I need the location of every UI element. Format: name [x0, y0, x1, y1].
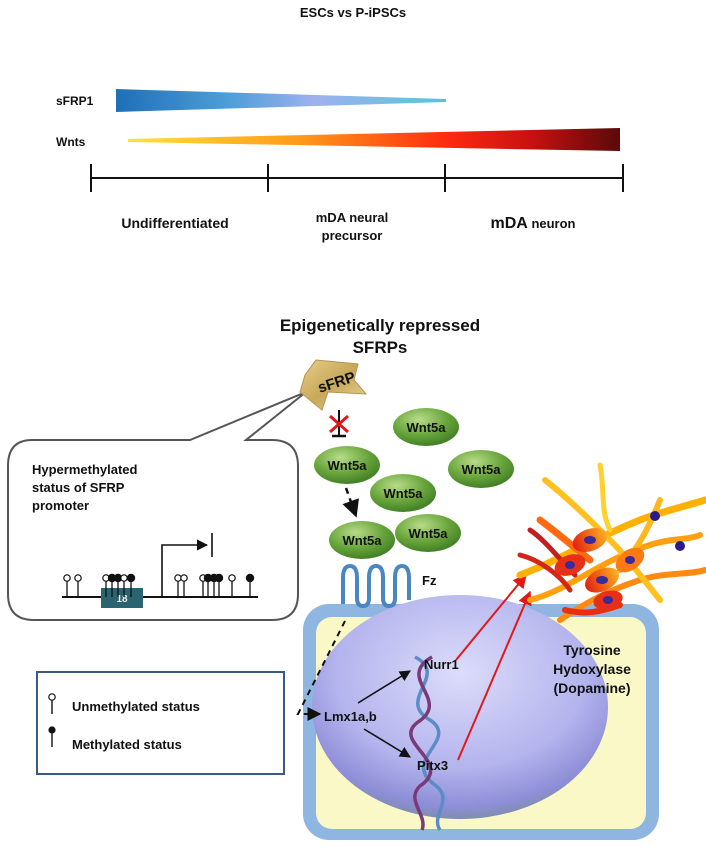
stage-mda-neuron: mDA neuron — [490, 215, 575, 232]
inhibition-blocked — [329, 410, 349, 438]
methylated-cpg-site — [245, 573, 255, 597]
legend-unmethylated-icon — [48, 693, 56, 714]
legend-methylated-label: Methylated status — [72, 737, 182, 752]
wnts-gradient: Wnts — [56, 128, 620, 151]
block-x-icon — [329, 414, 349, 434]
wnt5a-ellipse: Wnt5a — [314, 446, 380, 484]
stage-mda-rest: neuron — [528, 216, 576, 231]
wnt5a-molecules: Wnt5a Wnt5a Wnt5a Wnt5a Wnt5a Wnt5a — [314, 408, 514, 559]
unmethylated-cpg-site — [63, 574, 71, 597]
unmethylated-cpg-site — [180, 574, 188, 597]
wnt5a-ellipse: Wnt5a — [393, 408, 459, 446]
output-line1: Tyrosine — [563, 642, 621, 658]
cell — [303, 595, 659, 840]
wnt5a-label: Wnt5a — [409, 526, 449, 541]
callout-bubble — [7, 391, 307, 621]
bottom-title-line2: SFRPs — [353, 338, 408, 357]
wnt5a-ellipse: Wnt5a — [329, 521, 395, 559]
wnt-dashed-arrow — [342, 487, 359, 518]
stage-precursor-line1: mDA neural — [316, 210, 388, 225]
sfrp-shape — [299, 359, 368, 411]
pitx3-label: Pitx3 — [417, 758, 448, 773]
callout-line1: Hypermethylated — [32, 462, 138, 477]
receptor-coil — [341, 563, 411, 609]
callout-line2: status of SFRP — [32, 480, 125, 495]
stage-precursor-line2: precursor — [322, 228, 383, 243]
tss-arrow — [161, 539, 209, 597]
cpg-sites — [63, 573, 255, 597]
dna-strand-2 — [409, 655, 433, 831]
differentiation-timeline — [90, 164, 624, 192]
frizzled-receptor: Fz — [341, 563, 437, 609]
dopamine-neuron-icon — [516, 462, 706, 623]
lmx-to-pitx3-arrow — [363, 728, 411, 758]
wnt5a-ellipse: Wnt5a — [448, 450, 514, 488]
callout-line3: promoter — [32, 498, 89, 513]
nurr1-label: Nurr1 — [424, 657, 459, 672]
unmethylated-cpg-site — [120, 574, 128, 597]
top-title: ESCs vs P-iPSCs — [300, 5, 406, 20]
bottom-title-line1: Epigenetically repressed — [280, 316, 480, 335]
unmethylated-cpg-site — [228, 574, 236, 597]
sfrp-protein: sFRP — [299, 359, 368, 411]
wnt5a-ellipse: Wnt5a — [395, 514, 461, 552]
fz-label: Fz — [422, 573, 437, 588]
output-line3: (Dopamine) — [554, 680, 631, 696]
nurr1-red-arrow — [455, 573, 527, 661]
methylated-cpg-site — [113, 573, 123, 597]
dna-helix — [409, 655, 445, 831]
sfrp1-gradient-wedge — [116, 89, 446, 112]
legend-box — [36, 671, 285, 775]
legend: Unmethylated status Methylated status — [36, 671, 285, 775]
wnt5a-label: Wnt5a — [343, 533, 383, 548]
wnt5a-label: Wnt5a — [384, 486, 424, 501]
unmethylated-cpg-site — [74, 574, 82, 597]
lmx-to-nurr1-arrow — [357, 670, 411, 704]
wnt5a-label: Wnt5a — [328, 458, 368, 473]
nucleus — [312, 595, 608, 819]
wnt5a-ellipse: Wnt5a — [370, 474, 436, 512]
signal-dashed-arrow — [296, 620, 346, 721]
sfrp1-gradient: sFRP1 — [56, 89, 446, 112]
methylated-cpg-site — [126, 573, 136, 597]
methylated-cpg-site — [203, 573, 213, 597]
pitx3-red-arrow — [457, 590, 532, 761]
lmx1ab-label: Lmx1a,b — [324, 709, 377, 724]
wnts-gradient-wedge — [128, 128, 620, 151]
stage-mda-big: mDA — [490, 215, 528, 232]
wnt5a-label: Wnt5a — [407, 420, 447, 435]
promoter-callout: Hypermethylated status of SFRP promoter … — [7, 391, 307, 621]
sfrp1-label: sFRP1 — [56, 94, 94, 108]
legend-methylated-icon — [48, 726, 56, 747]
methylated-cpg-site — [107, 573, 117, 597]
stage-undifferentiated: Undifferentiated — [121, 215, 228, 231]
exon-label: 18 — [116, 594, 128, 605]
legend-unmethylated-label: Unmethylated status — [72, 699, 200, 714]
methylated-cpg-site — [214, 573, 224, 597]
output-line2: Hydoxylase — [553, 661, 631, 677]
wnts-label: Wnts — [56, 135, 86, 149]
wnt5a-label: Wnt5a — [462, 462, 502, 477]
